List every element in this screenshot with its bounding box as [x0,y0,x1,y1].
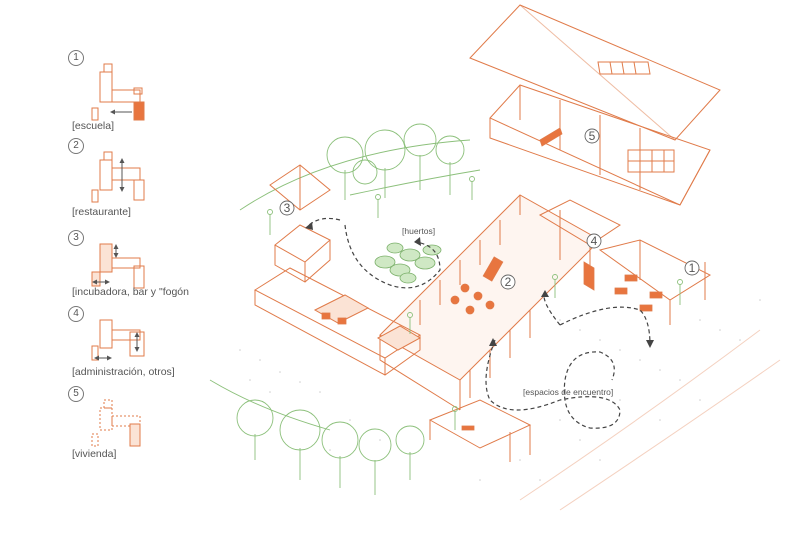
building-bar [253,267,422,376]
legend-label-vivienda: [vivienda] [72,448,117,460]
roof-vivienda [469,4,721,141]
marker-5: 5 [584,128,600,144]
legend-diagram-incubadora [91,243,145,289]
svg-text:1: 1 [689,261,696,275]
legend-diagram-escuela [91,63,145,121]
building-vivienda [489,84,711,206]
building-administracion [538,199,621,291]
legend-label-escuela: [escuela] [72,120,115,132]
path-arrowheads [305,222,654,348]
label-huertos: [huertos] [402,226,435,236]
legend-diagram-administracion [91,319,145,361]
path-arrow-escuela [559,306,651,346]
people [267,176,683,430]
building-incubadora [274,224,331,283]
label-espacios-encuentro: [espacios de encuentro] [523,387,613,397]
huertos-planters [374,242,442,284]
marker-1: 1 [684,260,700,276]
building-front [428,399,532,462]
trees-front [236,399,425,495]
building-escuela [598,239,712,325]
svg-text:4: 4 [591,234,598,248]
trees-back [326,123,465,200]
marker-4: 4 [586,233,602,249]
ground-texture [239,299,761,481]
legend-diagram-restaurante [91,151,145,203]
legend-number-badge: 4 [68,306,84,322]
svg-text:2: 2 [505,275,512,289]
svg-text:3: 3 [284,201,291,215]
legend-label-incubadora: [incubadora, bar y "fogón [72,286,189,298]
legend-label-administracion: [administración, otros] [72,366,175,378]
program-legend: 1 [escuela] 2 [restaurante] 3 [0,0,190,534]
marker-2: 2 [500,274,516,290]
legend-number-badge: 5 [68,386,84,402]
svg-text:5: 5 [589,129,596,143]
legend-number-badge: 2 [68,138,84,154]
marker-3: 3 [279,200,295,216]
legend-number-badge: 1 [68,50,84,66]
legend-label-restaurante: [restaurante] [72,206,131,218]
legend-number-badge: 3 [68,230,84,246]
legend-diagram-vivienda [91,399,141,447]
path-arrow-incubadora [307,217,341,227]
